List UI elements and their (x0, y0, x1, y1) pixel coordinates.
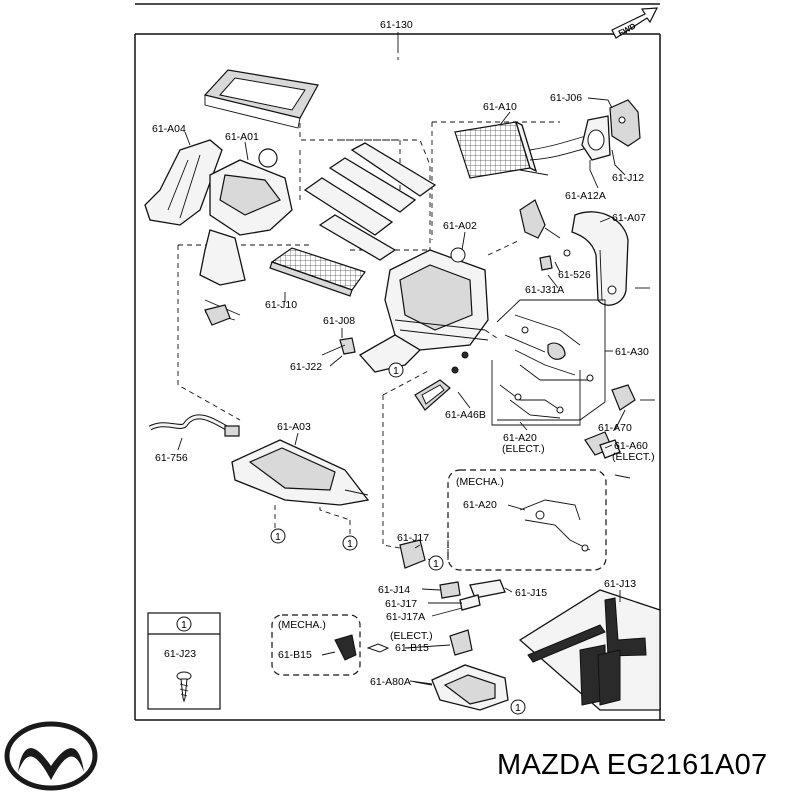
svg-text:1: 1 (347, 538, 353, 550)
label-61-j14: 61-J14 (378, 584, 410, 596)
part-61-a70-actuator (584, 384, 636, 459)
label-61-a30: 61-A30 (615, 346, 649, 358)
label-mecha-1-part: 61-A20 (463, 499, 497, 511)
label-61-b15: 61-B15 (395, 642, 429, 654)
label-61-a01: 61-A01 (225, 131, 259, 143)
label-61-j31a: 61-J31A (525, 284, 564, 296)
label-61-a07: 61-A07 (612, 212, 646, 224)
label-61-j15: 61-J15 (515, 587, 547, 599)
label-61-a46b: 61-A46B (445, 409, 486, 421)
label-61-756: 61-756 (155, 452, 188, 464)
part-labels: 61-A04 61-A01 61-A10 61-J06 61-J12 61-A1… (152, 92, 655, 688)
label-mecha-2: (MECHA.) (278, 619, 326, 631)
leader-lines (177, 97, 626, 685)
label-61-a04: 61-A04 (152, 123, 186, 135)
label-61-a02: 61-A02 (443, 220, 477, 232)
legend-box: 1 61-J23 (147, 612, 221, 710)
part-filter-frames-centre (303, 142, 437, 261)
label-61-a12a: 61-A12A (565, 190, 606, 202)
circle-ref-1b: 1 (270, 528, 286, 544)
diagram-frame (134, 3, 665, 721)
legend-ref: 1 (181, 619, 187, 631)
part-61-a46b-gasket (414, 379, 451, 411)
label-61-j08: 61-J08 (323, 315, 355, 327)
label-mecha-2-part: 61-B15 (278, 649, 312, 661)
label-61-a10: 61-A10 (483, 101, 517, 113)
label-mecha-1: (MECHA.) (456, 476, 504, 488)
label-61-a70: 61-A70 (598, 422, 632, 434)
label-61-526: 61-526 (558, 269, 591, 281)
label-61-a60-elect: (ELECT.) (612, 451, 655, 463)
part-61-a03-lower-case (231, 439, 370, 506)
label-61-b15-elect: (ELECT.) (390, 630, 433, 642)
screws-and-clips (321, 199, 655, 479)
label-61-a80a: 61-A80A (370, 676, 411, 688)
svg-text:1: 1 (433, 558, 439, 570)
label-61-j10: 61-J10 (265, 299, 297, 311)
part-61-a01-blower-case (199, 148, 293, 326)
group-61-a20-elect (491, 360, 581, 426)
svg-text:1: 1 (275, 531, 281, 543)
box-mecha-61-a20 (447, 469, 607, 571)
part-61-a02-main-case (358, 247, 489, 373)
circle-ref-1e: 1 (510, 699, 526, 715)
label-61-j06: 61-J06 (550, 92, 582, 104)
circle-ref-1d: 1 (428, 555, 444, 571)
label-61-a20-elect: (ELECT.) (502, 443, 545, 455)
part-61-j10-filter (269, 247, 366, 297)
part-61-756-drain-hose (148, 414, 240, 437)
label-61-a03: 61-A03 (277, 421, 311, 433)
circle-ref-1a: 1 (388, 362, 404, 378)
label-61-j22: 61-J22 (290, 361, 322, 373)
label-61-j13: 61-J13 (604, 578, 636, 590)
label-61-130: 61-130 (380, 19, 413, 31)
svg-text:1: 1 (515, 702, 521, 714)
part-61-a80a-blower (404, 629, 509, 711)
assembly-label-group: 61-130 (380, 19, 413, 48)
label-61-j23: 61-J23 (164, 648, 196, 660)
part-61-a04-duct (144, 139, 223, 226)
label-61-a20: 61-A20 (503, 432, 537, 444)
part-61-a10-heater-core (454, 120, 601, 179)
label-61-j12: 61-J12 (612, 172, 644, 184)
box-mecha-61-b15 (271, 614, 390, 676)
part-61-a07-duct (571, 211, 629, 306)
brand-caption: MAZDA EG2161A07 (497, 749, 767, 781)
label-61-a60: 61-A60 (614, 440, 648, 452)
label-61-j17: 61-J17 (385, 598, 417, 610)
svg-text:1: 1 (393, 365, 399, 377)
screw-icon (176, 671, 192, 703)
circle-ref-1c: 1 (342, 535, 358, 551)
parts-61-j17-j15 (399, 539, 506, 611)
part-top-filter-frame (203, 69, 319, 129)
part-61-j13-insulation (518, 589, 661, 711)
group-61-a30 (496, 299, 613, 421)
label-61-j17-top: 61-J17 (397, 532, 429, 544)
part-61-j06-bracket (581, 99, 641, 161)
circle-references: 1 1 1 1 1 (270, 362, 526, 715)
mazda-logo (4, 721, 98, 791)
label-61-j17a: 61-J17A (386, 611, 425, 623)
